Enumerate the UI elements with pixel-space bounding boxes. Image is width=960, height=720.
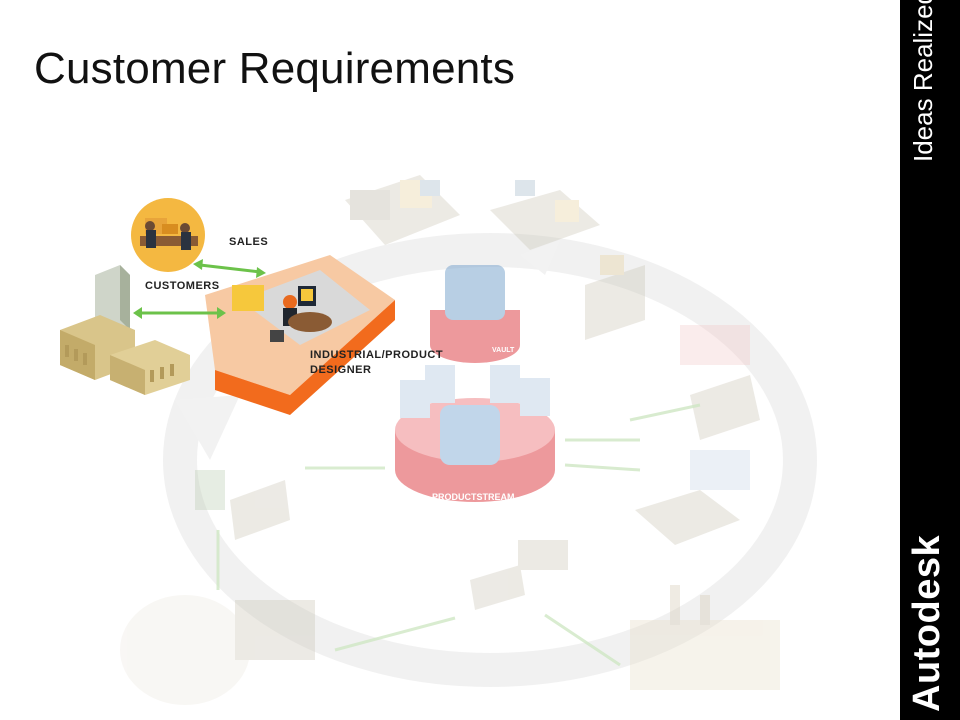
faded-connectors [216,403,701,667]
factory-bottom-right [630,585,780,690]
workstation-bottom-center [470,540,568,610]
designer-platform [205,255,395,415]
workstation-right-lower [635,450,750,545]
autodesk-logo: Autodesk [906,534,948,712]
faded-workstations [120,175,780,705]
vault-label: VAULT [492,347,515,354]
workstation-right [680,325,760,440]
sales-label: SALES [229,236,269,248]
customer-buildings [60,265,190,395]
product-lifecycle-diagram: PRODUCTSTREAM VAULT [60,175,817,705]
customers-label: CUSTOMERS [145,280,220,292]
brand-sidebar: Ideas Realized Autodesk [900,0,960,720]
workstation-top-left [345,175,460,245]
brand-tagline: Ideas Realized [908,0,938,162]
workstation-top-right [490,180,600,250]
workflow-ring [163,233,817,687]
page-title: Customer Requirements [34,44,516,93]
industrial-product-designer-label: INDUSTRIAL/PRODUCT DESIGNER [310,349,444,376]
productstream-label: PRODUCTSTREAM [432,492,515,502]
active-connectors [133,259,266,319]
workstation-left [195,470,290,540]
workstation-right-upper [585,255,645,340]
productstream-hub: PRODUCTSTREAM VAULT [395,265,555,502]
sales-avatar [131,198,205,272]
bottom-left-team [120,595,315,705]
